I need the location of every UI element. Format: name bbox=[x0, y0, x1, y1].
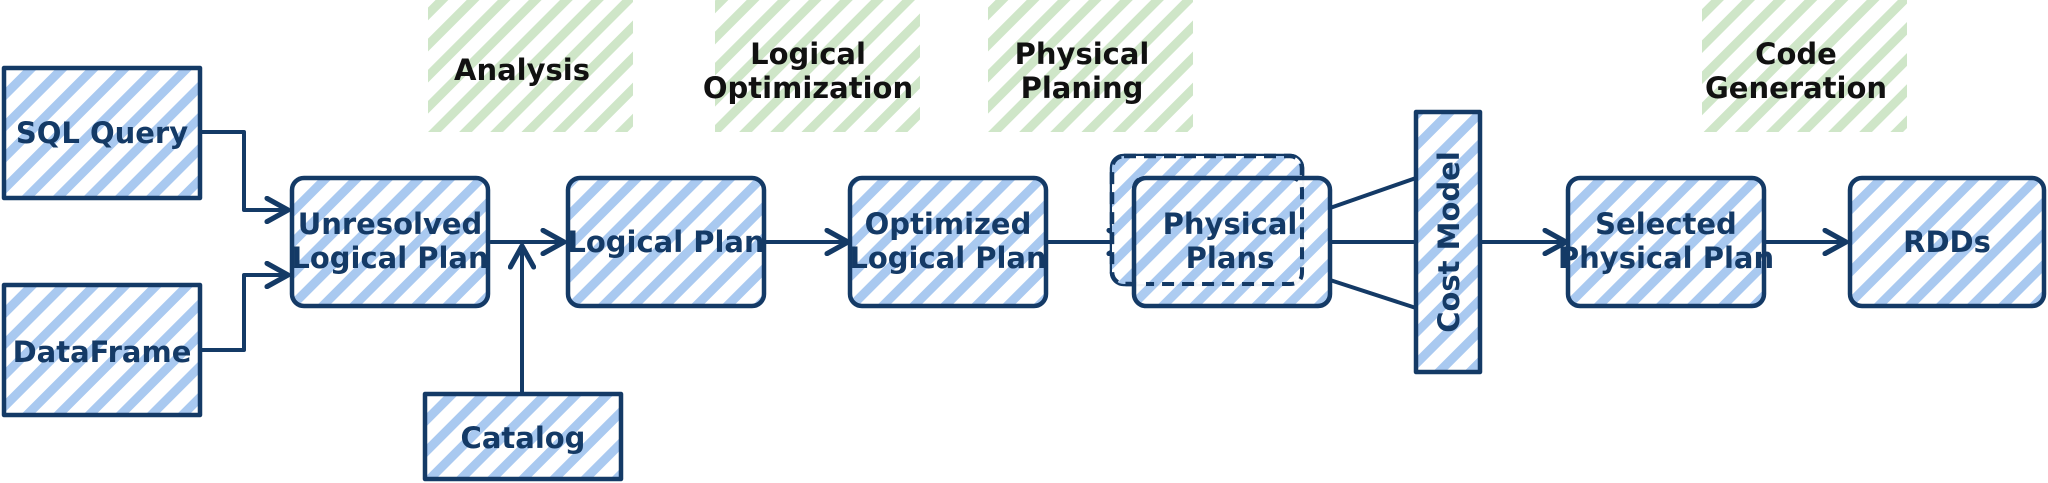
node-physical-plans-line2: Plans bbox=[1186, 241, 1275, 275]
node-dataframe: DataFrame bbox=[1, 282, 203, 418]
node-cost-model-label: Cost Model bbox=[1432, 151, 1466, 333]
node-rdds-label: RDDs bbox=[1903, 225, 1991, 259]
stage-logical-optimization: Logical Optimization bbox=[703, 0, 920, 132]
connectors bbox=[200, 130, 1846, 394]
stage-analysis: Analysis bbox=[428, 0, 633, 132]
arrow-dataframe-to-unresolved bbox=[200, 275, 288, 352]
node-physical-plans-line1: Physical bbox=[1163, 207, 1298, 241]
node-cost-model: Cost Model bbox=[1413, 109, 1483, 375]
node-dataframe-label: DataFrame bbox=[13, 335, 192, 369]
node-unresolved-logical-plan: Unresolved Logical Plan bbox=[289, 175, 491, 309]
stage-code-generation-line2: Generation bbox=[1705, 71, 1887, 105]
line-physical-to-cost-top bbox=[1328, 176, 1418, 210]
stage-physical-planing-line1: Physical bbox=[1015, 37, 1150, 71]
stage-logical-optimization-line2: Optimization bbox=[703, 71, 913, 105]
node-rdds: RDDs bbox=[1847, 175, 2047, 309]
stage-analysis-label: Analysis bbox=[454, 53, 590, 87]
node-sql-query-label: SQL Query bbox=[16, 116, 188, 150]
arrow-sql-to-unresolved bbox=[200, 130, 288, 210]
node-catalog: Catalog bbox=[422, 391, 624, 482]
stage-code-generation-line1: Code bbox=[1755, 37, 1837, 71]
stage-code-generation: Code Generation bbox=[1702, 0, 1907, 132]
node-physical-plans: Physical Plans bbox=[1109, 153, 1333, 309]
stage-physical-planing-line2: Planing bbox=[1021, 71, 1144, 105]
node-catalog-label: Catalog bbox=[461, 421, 586, 455]
node-selected-physical-plan: Selected Physical Plan bbox=[1558, 175, 1774, 309]
node-optimized-line2: Logical Plan bbox=[849, 241, 1046, 275]
node-optimized-line1: Optimized bbox=[865, 207, 1032, 241]
node-unresolved-line1: Unresolved bbox=[298, 207, 483, 241]
node-sql-query: SQL Query bbox=[1, 65, 203, 201]
line-physical-to-cost-bottom bbox=[1328, 278, 1418, 310]
node-unresolved-line2: Logical Plan bbox=[291, 241, 488, 275]
stage-physical-planing: Physical Planing bbox=[988, 0, 1193, 132]
stage-logical-optimization-line1: Logical bbox=[750, 37, 866, 71]
node-selected-line2: Physical Plan bbox=[1558, 241, 1774, 275]
node-optimized-logical-plan: Optimized Logical Plan bbox=[847, 175, 1049, 309]
node-logical-plan: Logical Plan bbox=[565, 175, 767, 309]
node-selected-line1: Selected bbox=[1595, 207, 1737, 241]
node-logical-plan-label: Logical Plan bbox=[567, 225, 764, 259]
